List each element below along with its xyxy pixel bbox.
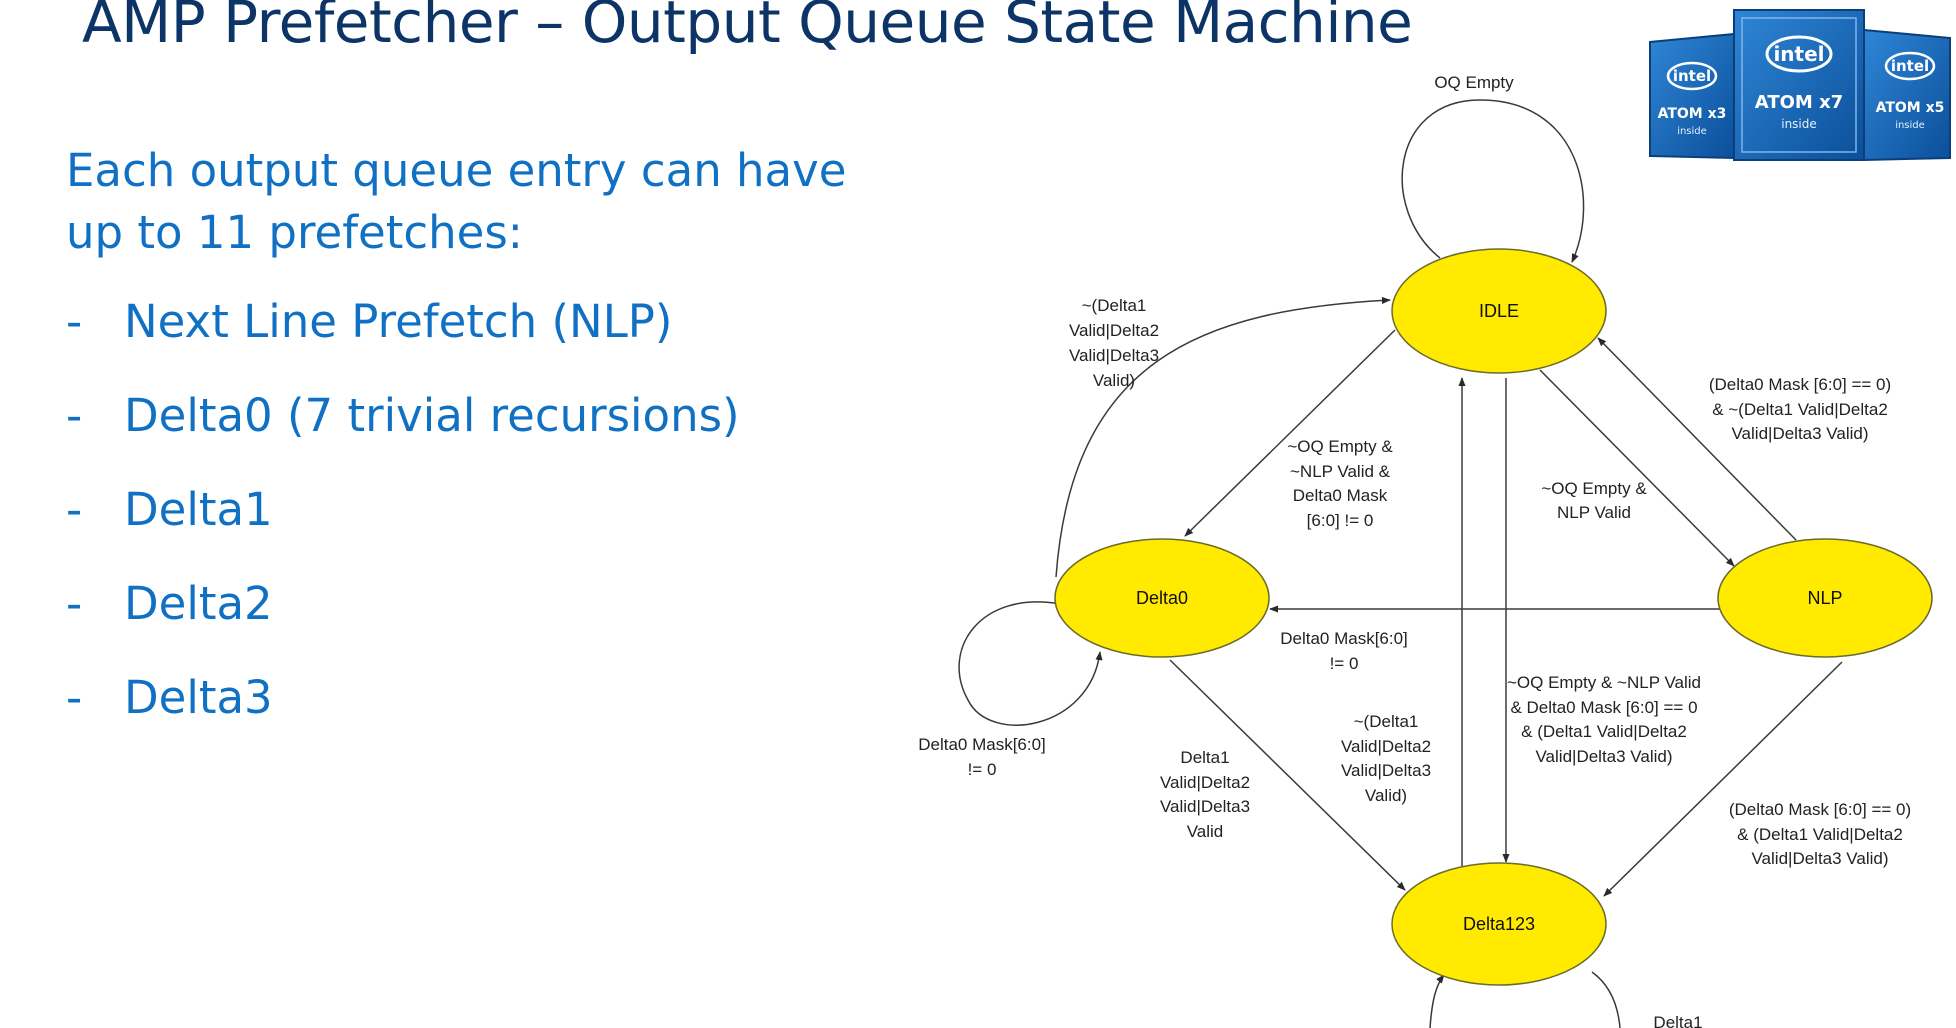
svg-text:NLP Valid: NLP Valid [1557,503,1631,522]
edge-delta123-self-loop [1429,974,1445,1028]
intel-atom-x7-logo: intel ATOM x7 inside [1733,9,1865,161]
svg-text:Valid|Delta3 Valid): Valid|Delta3 Valid) [1535,747,1672,766]
label-delta123-self: Delta1 [1653,1013,1702,1028]
edge-delta123-self-loop-out [1591,971,1621,1028]
edge-idle-self-loop [1401,99,1585,263]
intel-atom-x5-logo: intel ATOM x5 inside [1863,28,1951,162]
svg-text:Valid|Delta3: Valid|Delta3 [1341,761,1431,780]
svg-text:& (Delta1 Valid|Delta2: & (Delta1 Valid|Delta2 [1737,825,1903,844]
svg-text:Delta0 Mask: Delta0 Mask [1293,486,1388,505]
intel-atom-logos: intel ATOM x3 inside intel ATOM x5 insid… [1649,9,1951,162]
state-label: Delta0 [1136,588,1188,608]
bullet-dash: - [66,295,83,348]
state-delta0: Delta0 [1054,538,1270,658]
svg-text:Valid): Valid) [1093,371,1135,390]
list-item: -Delta2 [66,574,740,668]
svg-text:~(Delta1: ~(Delta1 [1082,296,1147,315]
label-idle-to-nlp: ~OQ Empty & NLP Valid [1541,479,1647,522]
svg-text:Delta0 Mask[6:0]: Delta0 Mask[6:0] [918,735,1046,754]
edge-idle-to-delta0 [1184,329,1396,537]
svg-text:(Delta0 Mask [6:0] == 0): (Delta0 Mask [6:0] == 0) [1729,800,1911,819]
state-delta123: Delta123 [1391,862,1607,986]
label-nlp-to-idle: (Delta0 Mask [6:0] == 0) & ~(Delta1 Vali… [1709,375,1891,443]
logo-product: ATOM x5 [1876,100,1945,116]
edge-nlp-to-idle [1597,337,1797,541]
svg-text:Valid|Delta2: Valid|Delta2 [1069,321,1159,340]
svg-text:!= 0: != 0 [968,760,997,779]
svg-text:~NLP Valid &: ~NLP Valid & [1290,462,1391,481]
state-label: Delta123 [1463,914,1535,934]
edge-delta0-to-delta123 [1169,659,1406,891]
logo-tagline: inside [1781,117,1817,131]
list-item: -Delta3 [66,668,740,762]
intro-text: Each output queue entry can have up to 1… [66,144,847,259]
edge-delta0-self-loop [958,601,1103,726]
label-nlp-to-delta123: (Delta0 Mask [6:0] == 0) & (Delta1 Valid… [1729,800,1911,868]
svg-text:(Delta0 Mask [6:0] == 0): (Delta0 Mask [6:0] == 0) [1709,375,1891,394]
svg-text:~OQ Empty &: ~OQ Empty & [1287,437,1393,456]
svg-text:[6:0] != 0: [6:0] != 0 [1307,511,1374,530]
svg-text:Delta0 Mask[6:0]: Delta0 Mask[6:0] [1280,629,1408,648]
logo-product: ATOM x3 [1658,106,1727,122]
svg-text:& ~(Delta1 Valid|Delta2: & ~(Delta1 Valid|Delta2 [1712,400,1888,419]
logo-product: ATOM x7 [1755,92,1843,113]
logo-brand: intel [1773,42,1824,66]
logo-brand: intel [1673,67,1711,85]
svg-text:Valid|Delta3: Valid|Delta3 [1069,346,1159,365]
label-delta0-self: Delta0 Mask[6:0] != 0 [918,735,1046,779]
list-item-text: Next Line Prefetch (NLP) [124,295,673,348]
edge-idle-to-nlp [1539,369,1735,567]
label-nlp-to-delta0: Delta0 Mask[6:0] != 0 [1280,629,1408,673]
edge-delta0-to-idle [1055,296,1391,578]
svg-text:Valid|Delta3 Valid): Valid|Delta3 Valid) [1731,424,1868,443]
edge-nlp-to-delta123 [1603,661,1843,897]
label-idle-to-delta0: ~OQ Empty & ~NLP Valid & Delta0 Mask [6:… [1287,437,1393,530]
label-idle-self: OQ Empty [1434,73,1514,92]
svg-text:Valid): Valid) [1365,786,1407,805]
intel-atom-x3-logo: intel ATOM x3 inside [1649,32,1735,160]
svg-text:Valid|Delta3: Valid|Delta3 [1160,797,1250,816]
svg-text:Valid|Delta2: Valid|Delta2 [1160,773,1250,792]
svg-text:Valid|Delta3 Valid): Valid|Delta3 Valid) [1751,849,1888,868]
list-item-text: Delta2 [124,577,273,630]
list-item-text: Delta1 [124,483,273,536]
svg-text:~(Delta1: ~(Delta1 [1354,712,1419,731]
list-item: -Delta0 (7 trivial recursions) [66,386,740,480]
label-idle-to-delta123: ~OQ Empty & ~NLP Valid & Delta0 Mask [6:… [1507,673,1701,766]
bullet-dash: - [66,483,83,536]
logo-tagline: inside [1895,120,1925,131]
list-item: -Delta1 [66,480,740,574]
svg-text:& (Delta1 Valid|Delta2: & (Delta1 Valid|Delta2 [1521,722,1687,741]
label-delta123-to-idle: ~(Delta1 Valid|Delta2 Valid|Delta3 Valid… [1341,712,1431,805]
list-item-text: Delta0 (7 trivial recursions) [124,389,740,442]
logo-brand: intel [1891,57,1929,75]
svg-text:& Delta0 Mask [6:0] == 0: & Delta0 Mask [6:0] == 0 [1510,698,1697,717]
slide-title: AMP Prefetcher – Output Queue State Mach… [82,0,1413,56]
svg-text:~OQ Empty & ~NLP Valid: ~OQ Empty & ~NLP Valid [1507,673,1701,692]
state-label: IDLE [1479,301,1519,321]
state-idle: IDLE [1391,248,1607,374]
svg-text:~OQ Empty &: ~OQ Empty & [1541,479,1647,498]
label-delta0-to-delta123: Delta1 Valid|Delta2 Valid|Delta3 Valid [1160,748,1250,841]
prefetch-list: -Next Line Prefetch (NLP) -Delta0 (7 tri… [66,292,740,762]
svg-text:Valid|Delta2: Valid|Delta2 [1341,737,1431,756]
bullet-dash: - [66,671,83,724]
bullet-dash: - [66,577,83,630]
list-item: -Next Line Prefetch (NLP) [66,292,740,386]
bullet-dash: - [66,389,83,442]
logo-tagline: inside [1677,126,1707,137]
svg-text:!= 0: != 0 [1330,654,1359,673]
state-nlp: NLP [1717,538,1933,658]
state-label: NLP [1807,588,1842,608]
svg-text:Delta1: Delta1 [1180,748,1229,767]
svg-text:Valid: Valid [1187,822,1224,841]
label-delta0-to-idle: ~(Delta1 Valid|Delta2 Valid|Delta3 Valid… [1069,296,1159,390]
list-item-text: Delta3 [124,671,273,724]
